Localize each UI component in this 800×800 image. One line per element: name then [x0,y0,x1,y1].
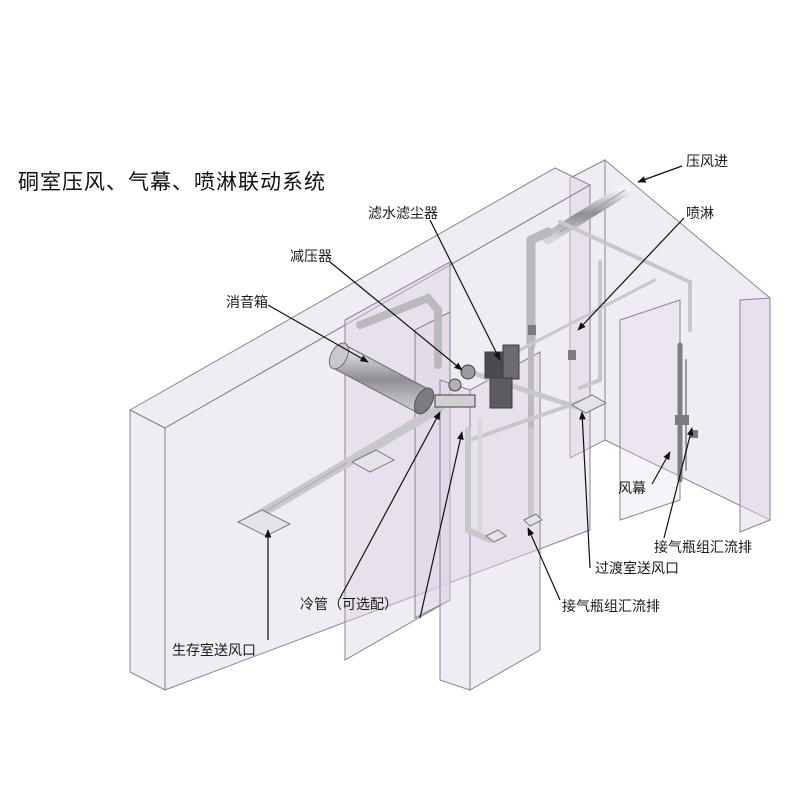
diagram-title: 硐室压风、气幕、喷淋联动系统 [18,170,326,194]
pipe-spray [558,220,692,332]
doorway-frame [619,299,681,521]
pipe-silencer-feed [356,293,442,369]
wall-front-left [129,409,166,691]
vent-transition [570,394,608,414]
label-air-curtain: 风幕 [618,481,646,497]
label-transition-room-vent: 过渡室送风口 [595,561,679,577]
leader-air-inlet [637,165,683,183]
label-manifold-right: 接气瓶组汇流排 [654,540,752,556]
leader-manifold-right [663,427,694,539]
silencer-box [328,342,435,415]
leader-spray [577,217,685,331]
leader-air-curtain [651,451,671,485]
leader-cooling-pipe [339,411,441,599]
label-manifold-bottom: 接气瓶组汇流排 [562,599,660,615]
pipe-cooling [465,427,493,543]
label-survival-room-vent: 生存室送风口 [172,643,256,659]
label-silencer-box: 消音箱 [226,295,268,311]
label-spray: 喷淋 [686,206,714,222]
wall-front-left-face [164,184,591,691]
label-cooling-pipe: 冷管（可选配） [300,597,398,613]
label-air-inlet: 压风进 [686,154,728,170]
label-pressure-reducer: 减压器 [290,249,332,265]
leader-water-dust-filter [429,219,501,361]
wall-right-side [739,297,771,533]
vents [236,394,608,543]
label-water-dust-filter: 滤水滤尘器 [368,206,438,222]
walls [128,158,771,691]
leader-manifold-bottom [527,527,561,601]
fittings [528,325,698,438]
leader-silencer-box [267,304,369,363]
vent-survival [236,509,292,537]
leader-cooling-pipe-2 [419,431,464,619]
leader-lines [264,165,694,640]
wall-lower-right-face [439,379,471,691]
leader-transition-room-vent [579,411,591,569]
leader-pressure-reducer [329,261,463,371]
vent-left [350,449,396,473]
filter-cluster [434,344,520,409]
